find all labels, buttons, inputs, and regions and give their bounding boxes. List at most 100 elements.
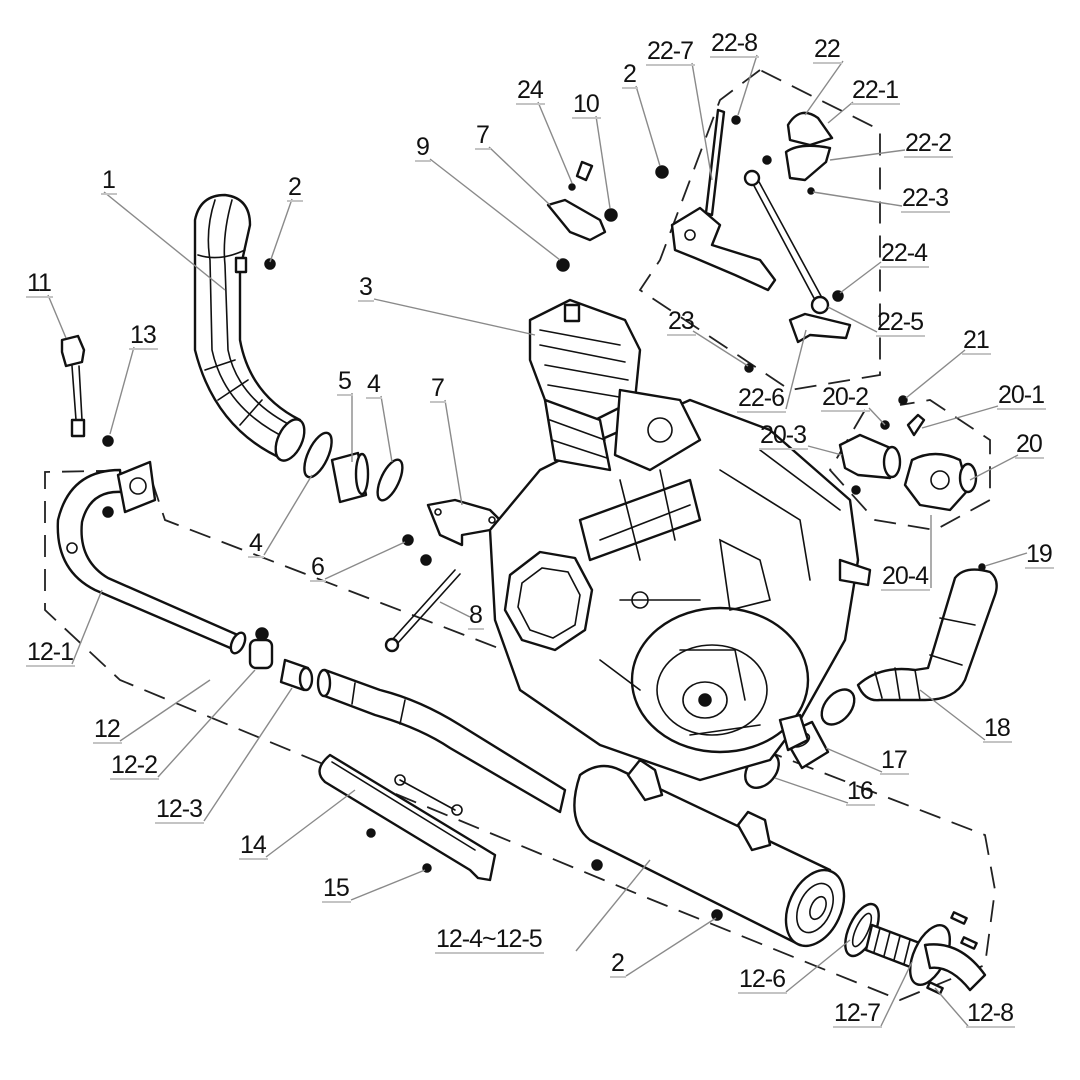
callout-label: 12-3 bbox=[155, 795, 205, 824]
callout-label: 10 bbox=[572, 90, 601, 119]
callout-label: 8 bbox=[468, 601, 484, 630]
nut-part-22-8 bbox=[731, 115, 741, 125]
leader-line bbox=[921, 405, 999, 429]
callout-label: 22-6 bbox=[737, 384, 787, 413]
leader-line bbox=[109, 346, 135, 435]
leader-line bbox=[839, 261, 882, 294]
leader-line bbox=[969, 454, 1019, 481]
bracket-part-7-upper bbox=[546, 198, 607, 242]
callout-label: 1 bbox=[101, 166, 117, 195]
leader-line bbox=[774, 777, 849, 804]
leader-line bbox=[905, 349, 966, 399]
nut-part-21 bbox=[898, 395, 908, 405]
screw-part-15 bbox=[366, 828, 376, 838]
leader-line bbox=[804, 60, 844, 116]
clamp-part-4-b bbox=[376, 458, 404, 502]
leader-line bbox=[488, 146, 551, 206]
tailpipe-part-12-7 bbox=[864, 911, 987, 995]
arm-part-22-6 bbox=[788, 312, 852, 344]
callout-label: 14 bbox=[239, 831, 268, 860]
callout-label: 19 bbox=[1025, 540, 1054, 569]
leader-line bbox=[635, 85, 661, 167]
callout-label: 12-1 bbox=[26, 638, 76, 667]
screw-part-19 bbox=[978, 563, 986, 571]
bolt-part-2-muffler bbox=[591, 859, 603, 871]
callout-label: 20-4 bbox=[881, 562, 931, 591]
callout-label: 22-4 bbox=[880, 239, 930, 268]
callout-label: 12-6 bbox=[738, 965, 788, 994]
callout-label: 9 bbox=[415, 133, 431, 162]
leader-line bbox=[827, 101, 854, 124]
pin-part-22-3 bbox=[807, 187, 815, 195]
leader-line bbox=[119, 679, 211, 742]
leader-line bbox=[444, 399, 463, 506]
callout-label: 4 bbox=[366, 370, 382, 399]
leader-line bbox=[691, 62, 713, 181]
leader-line bbox=[203, 687, 293, 822]
callout-label: 2 bbox=[287, 173, 303, 202]
callout-label: 22-1 bbox=[851, 76, 901, 105]
leader-line bbox=[380, 395, 393, 463]
callout-label: 15 bbox=[322, 874, 351, 903]
sleeve-part-5 bbox=[330, 451, 370, 504]
leader-line bbox=[373, 298, 536, 336]
nut-part-2-top bbox=[655, 165, 669, 179]
leader-line bbox=[595, 115, 611, 209]
muffler-part-12-4 bbox=[316, 668, 846, 948]
leader-line bbox=[919, 689, 986, 741]
leader-line bbox=[812, 191, 903, 207]
leader-line bbox=[157, 669, 256, 778]
engine-part-3 bbox=[488, 298, 872, 782]
air-duct-part-18 bbox=[856, 568, 998, 702]
leader-line bbox=[439, 601, 471, 618]
callout-label: 12 bbox=[93, 715, 122, 744]
leader-line bbox=[71, 589, 103, 665]
bolt-part-24 bbox=[568, 160, 594, 191]
callout-label: 20-2 bbox=[821, 383, 871, 412]
shift-lever-part-22-7 bbox=[670, 108, 777, 292]
leader-line bbox=[265, 789, 356, 858]
knob-part-22-2 bbox=[784, 144, 832, 182]
bolt-part-6-b bbox=[420, 554, 432, 566]
leader-line bbox=[807, 445, 843, 456]
nut-part-10 bbox=[604, 208, 618, 222]
header-pipe-part-12-1 bbox=[56, 460, 247, 655]
callout-label: 2 bbox=[610, 949, 626, 978]
bolt-part-2 bbox=[264, 258, 276, 270]
clamp-part-12-2 bbox=[248, 627, 274, 670]
leader-line bbox=[868, 407, 886, 426]
leader-line bbox=[429, 158, 561, 261]
leader-line bbox=[324, 541, 406, 580]
leader-line bbox=[350, 869, 426, 901]
callout-label: 20-1 bbox=[997, 381, 1047, 410]
callout-label: 20-3 bbox=[759, 421, 809, 450]
leader-line bbox=[785, 329, 807, 410]
callout-label: 23 bbox=[667, 307, 696, 336]
callout-label: 2 bbox=[622, 60, 638, 89]
callout-label: 12-8 bbox=[966, 999, 1016, 1028]
callout-label: 5 bbox=[337, 367, 353, 396]
leader-line bbox=[737, 54, 758, 116]
callout-label: 13 bbox=[129, 321, 158, 350]
callout-label: 21 bbox=[962, 326, 991, 355]
clamp-part-16-b bbox=[820, 688, 856, 726]
leader-line bbox=[785, 939, 851, 993]
leader-line bbox=[692, 330, 749, 367]
leader-line bbox=[880, 961, 913, 1027]
callout-label: 17 bbox=[880, 746, 909, 775]
callout-label: 24 bbox=[516, 76, 545, 105]
leader-line bbox=[827, 306, 878, 333]
callout-label: 20 bbox=[1015, 430, 1044, 459]
callout-label: 22-3 bbox=[901, 184, 951, 213]
leader-line bbox=[263, 474, 313, 556]
leader-line bbox=[103, 191, 226, 291]
leader-line bbox=[825, 747, 883, 773]
bolt-part-2-lower bbox=[711, 909, 723, 921]
leader-line bbox=[934, 987, 969, 1027]
leader-line bbox=[829, 149, 906, 161]
callout-label: 22-8 bbox=[710, 29, 760, 58]
cover-part-22-1 bbox=[786, 111, 834, 147]
leader-line bbox=[625, 917, 717, 977]
